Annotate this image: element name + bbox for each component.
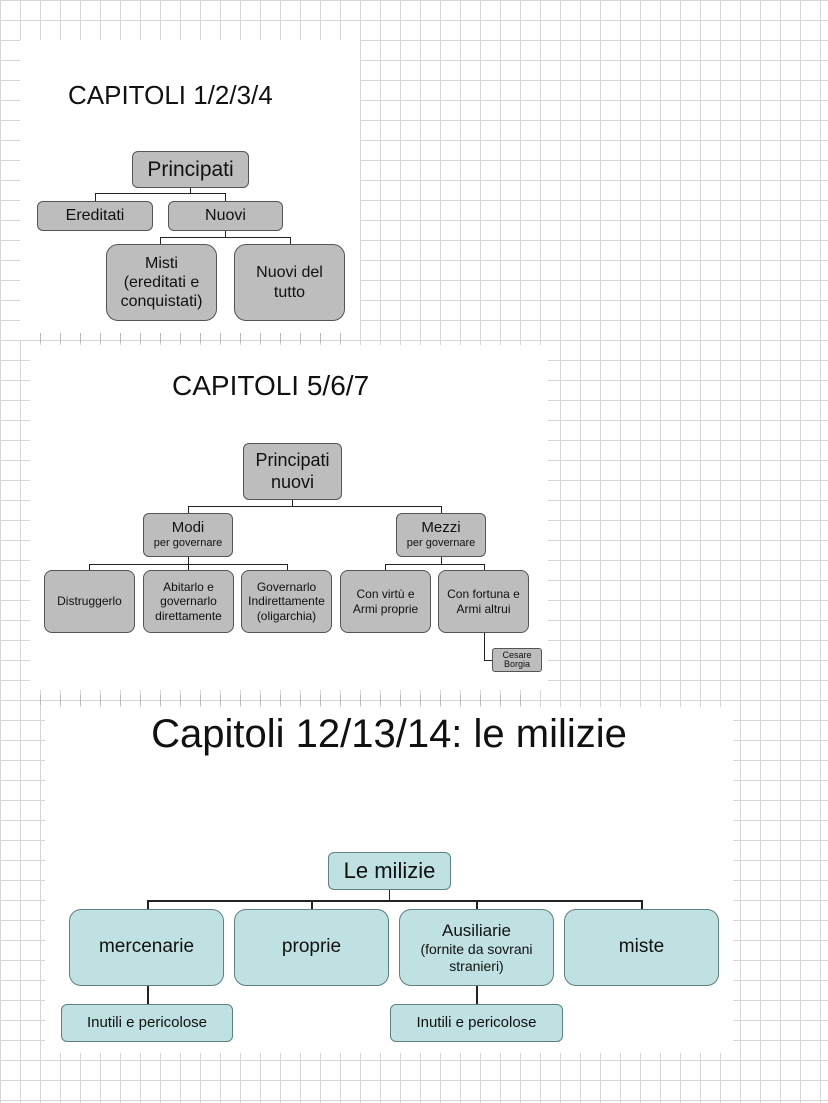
connector	[147, 900, 643, 902]
connector	[389, 890, 390, 901]
section3-title: Capitoli 12/13/14: le milizie	[151, 712, 627, 756]
connector	[290, 237, 291, 244]
node-abitarlo: Abitarlo e governarlo direttamente	[143, 570, 234, 633]
connector	[311, 900, 313, 909]
node-fortuna: Con fortuna e Armi altrui	[438, 570, 529, 633]
node-modi-label: Modi	[171, 519, 205, 537]
node-miste: miste	[564, 909, 719, 986]
connector	[385, 564, 386, 570]
connector	[160, 237, 291, 238]
node-modi: Modi per governare	[143, 513, 233, 557]
connector	[484, 564, 485, 570]
connector	[441, 506, 442, 513]
connector	[190, 188, 191, 194]
connector	[89, 564, 90, 570]
connector	[476, 986, 478, 1004]
node-distruggerlo: Distruggerlo	[44, 570, 135, 633]
node-misti: Misti (ereditati e conquistati)	[106, 244, 217, 321]
node-mezzi-label: Mezzi	[421, 519, 461, 537]
connector	[476, 900, 478, 909]
node-mercenarie: mercenarie	[69, 909, 224, 986]
connector	[188, 564, 189, 570]
node-virtu: Con virtù e Armi proprie	[340, 570, 431, 633]
node-principati: Principati	[132, 151, 249, 188]
node-mezzi-sub: per governare	[406, 537, 476, 550]
connector	[160, 237, 161, 244]
node-ereditati: Ereditati	[37, 201, 153, 231]
node-ausiliarie-sub: (fornite da sovrani stranieri)	[420, 940, 533, 974]
node-inutili-mercenarie: Inutili e pericolose	[61, 1004, 233, 1042]
section2-title: CAPITOLI 5/6/7	[172, 370, 370, 401]
node-ausiliarie-label: Ausiliarie	[442, 920, 511, 940]
section2-ruler	[40, 695, 540, 705]
connector	[147, 900, 149, 909]
connector	[385, 564, 485, 565]
node-modi-sub: per governare	[153, 537, 223, 550]
connector	[188, 506, 189, 513]
connector	[441, 557, 442, 565]
connector	[641, 900, 643, 909]
connector	[188, 557, 189, 565]
node-nuovi: Nuovi	[168, 201, 283, 231]
section1-title: CAPITOLI 1/2/3/4	[68, 80, 273, 110]
connector	[225, 231, 226, 238]
node-principati-nuovi: Principati nuovi	[243, 443, 342, 500]
connector	[287, 564, 288, 570]
connector	[147, 986, 149, 1004]
connector	[225, 193, 226, 201]
connector	[484, 633, 485, 661]
connector	[292, 500, 293, 507]
connector	[95, 193, 96, 201]
connector	[95, 193, 226, 194]
connector	[188, 506, 442, 507]
node-ausiliarie: Ausiliarie (fornite da sovrani stranieri…	[399, 909, 554, 986]
node-governarlo: Governarlo Indirettamente (oligarchia)	[241, 570, 332, 633]
node-le-milizie: Le milizie	[328, 852, 451, 890]
node-proprie: proprie	[234, 909, 389, 986]
node-nuovi-del-tutto: Nuovi del tutto	[234, 244, 345, 321]
node-mezzi: Mezzi per governare	[396, 513, 486, 557]
connector	[484, 660, 492, 661]
node-inutili-ausiliarie: Inutili e pericolose	[390, 1004, 563, 1042]
section1-ruler	[40, 333, 350, 343]
node-cesare-borgia: Cesare Borgia	[492, 648, 542, 672]
